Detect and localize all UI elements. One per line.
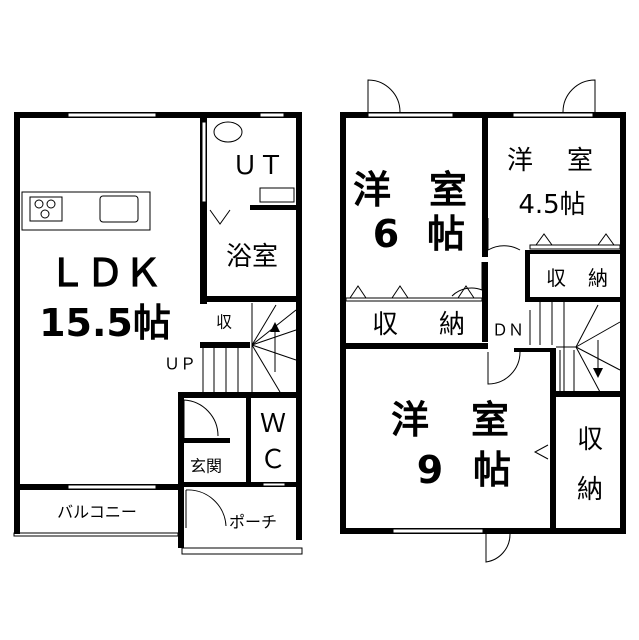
room9-storage-label-2: 納 [577,475,603,505]
room9-size-unit: 帖 [473,448,511,492]
stairs-down-label: ＤＮ [492,321,524,340]
wc-label-w: Ｗ [260,409,286,439]
bath-label: 浴室 [226,242,278,272]
wc-label-c: Ｃ [260,445,286,475]
floor-1: ＬＤＫ 15.5帖 ＵＴ 浴室 収 ＵＰ Ｗ Ｃ 玄関 バルコニー ポーチ [13,112,303,555]
ldk-label: ＬＤＫ [48,251,162,295]
sink-icon [99,195,139,223]
entrance-door [185,489,227,528]
stove-icon [29,196,63,222]
wall [178,438,230,443]
wall [525,297,626,302]
door [487,351,521,385]
room6-storage-label-2: 納 [439,310,465,340]
room45-storage-label-2: 納 [588,266,608,290]
window [367,112,454,118]
window [392,528,484,534]
window [67,112,157,118]
closet-door-marker [533,444,549,460]
window-door [562,79,596,113]
room45-label-2: 室 [567,146,593,176]
wall [550,391,626,397]
room9-label-2: 室 [471,398,509,442]
room45-storage-label-1: 収 [546,266,566,290]
room45-label-1: 洋 [507,146,533,176]
ldk-size: 15.5帖 [39,301,171,345]
door-marker [209,209,231,225]
room9-storage-label-1: 収 [577,425,603,455]
porch-label: ポーチ [229,513,277,532]
window-door [485,533,511,563]
sliding-door [201,121,207,203]
washbasin-icon [213,121,243,143]
wall [178,392,184,548]
entrance-label: 玄関 [190,457,222,476]
wall [525,250,530,302]
wall [482,112,488,257]
room6-size-unit: 帖 [427,212,465,256]
wall [14,112,20,534]
wall [200,342,250,348]
staircase [529,302,621,393]
washer-icon [259,187,295,203]
balcony-rail [13,532,179,537]
wall [296,112,302,540]
wall [200,296,302,302]
wall [340,112,346,534]
porch-step [181,547,303,555]
window [262,482,286,487]
closet-door-markers [349,285,475,299]
window [512,112,594,118]
wall [550,350,556,534]
staircase [202,303,297,393]
door [183,399,219,438]
room9-label-1: 洋 [391,398,429,442]
window-door [367,79,401,113]
wall [14,112,302,118]
room9-size-num: 9 [417,448,443,492]
wall [514,348,556,352]
wall [340,343,488,349]
wall [178,392,302,398]
wall [200,118,207,304]
door [487,218,521,251]
wall [620,112,626,534]
window [67,484,157,490]
down-arrow-icon [593,368,603,378]
storage-label: 収 [216,313,232,332]
wall [482,262,488,342]
window [259,112,285,118]
door [451,262,483,297]
closet-door-markers [535,233,615,246]
stairs-up-label: ＵＰ [164,355,196,374]
room6-size-num: 6 [373,212,399,256]
wall [250,205,302,210]
utility-label: ＵＴ [232,151,284,181]
wall [178,482,302,487]
wall [525,250,626,254]
room45-size: 4.5帖 [518,190,585,220]
floor-2: 洋 室 6 帖 洋 室 4.5帖 収 納 収 納 ＤＮ 洋 室 9 帖 収 納 [340,79,626,563]
room6-storage-label-1: 収 [372,310,398,340]
kitchen-counter [21,191,151,231]
up-arrow-icon [270,322,280,332]
wall [246,397,251,487]
balcony-label: バルコニー [57,503,137,522]
room6-label-1: 洋 [353,168,391,212]
room6-label-2: 室 [429,168,467,212]
